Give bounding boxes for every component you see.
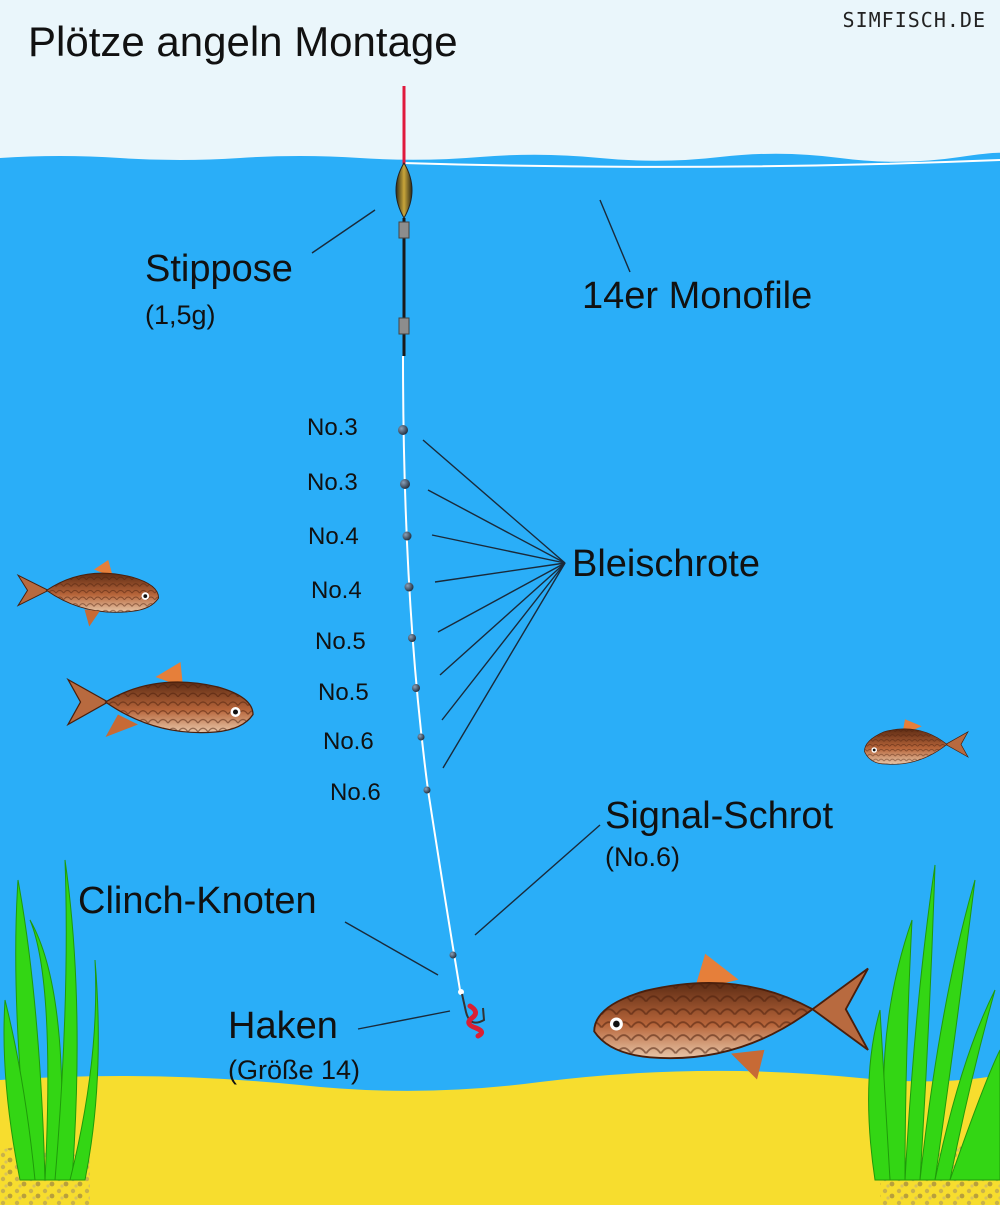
shot-icon bbox=[412, 684, 420, 692]
gravel bbox=[0, 1146, 1000, 1205]
fish-icon bbox=[16, 560, 160, 627]
grass-left bbox=[3, 859, 99, 1181]
split-shots bbox=[398, 425, 457, 959]
grass-right bbox=[868, 864, 1000, 1181]
hook-icon bbox=[458, 989, 486, 1039]
water bbox=[0, 152, 1000, 1205]
shot-label: No.4 bbox=[311, 577, 362, 604]
shot-icon bbox=[423, 786, 431, 794]
float-icon bbox=[395, 86, 413, 356]
shot-label: No.3 bbox=[307, 414, 358, 441]
page-title: Plötze angeln Montage bbox=[28, 18, 458, 65]
hook-label: Haken bbox=[228, 1005, 338, 1047]
worm-icon bbox=[466, 1003, 484, 1039]
shot-label: No.4 bbox=[308, 523, 359, 550]
shot-label: No.3 bbox=[307, 469, 358, 496]
fish-icon bbox=[864, 719, 969, 765]
line-label: 14er Monofile bbox=[582, 275, 813, 317]
signal-shot-size-label: (No.6) bbox=[605, 842, 681, 872]
shot-icon bbox=[404, 582, 414, 592]
leader-lines bbox=[311, 199, 631, 1030]
shot-icon bbox=[417, 733, 425, 741]
signal-shot-label: Signal-Schrot bbox=[605, 795, 834, 837]
shot-label: No.6 bbox=[323, 728, 374, 755]
sand-bottom bbox=[0, 1070, 1000, 1205]
shot-label: No.5 bbox=[318, 679, 369, 706]
shot-label: No.6 bbox=[330, 779, 381, 806]
shot-label: No.5 bbox=[315, 628, 366, 655]
shot-group-label: Bleischrote bbox=[572, 543, 760, 585]
sky bbox=[0, 0, 1000, 160]
brand-logo: SIMFISCH.DE bbox=[842, 8, 986, 32]
fish-icon bbox=[66, 662, 254, 737]
hook-size-label: (Größe 14) bbox=[228, 1055, 361, 1085]
signal-shot-icon bbox=[449, 951, 457, 959]
shot-icon bbox=[400, 479, 410, 489]
fish-icon bbox=[593, 953, 869, 1080]
float-label: Stippose bbox=[145, 248, 293, 290]
knot-label: Clinch-Knoten bbox=[78, 880, 317, 922]
shot-icon bbox=[402, 531, 412, 541]
shot-icon bbox=[398, 425, 408, 435]
float-weight-label: (1,5g) bbox=[145, 300, 216, 330]
rod-line bbox=[402, 159, 1000, 168]
shot-icon bbox=[408, 634, 416, 642]
